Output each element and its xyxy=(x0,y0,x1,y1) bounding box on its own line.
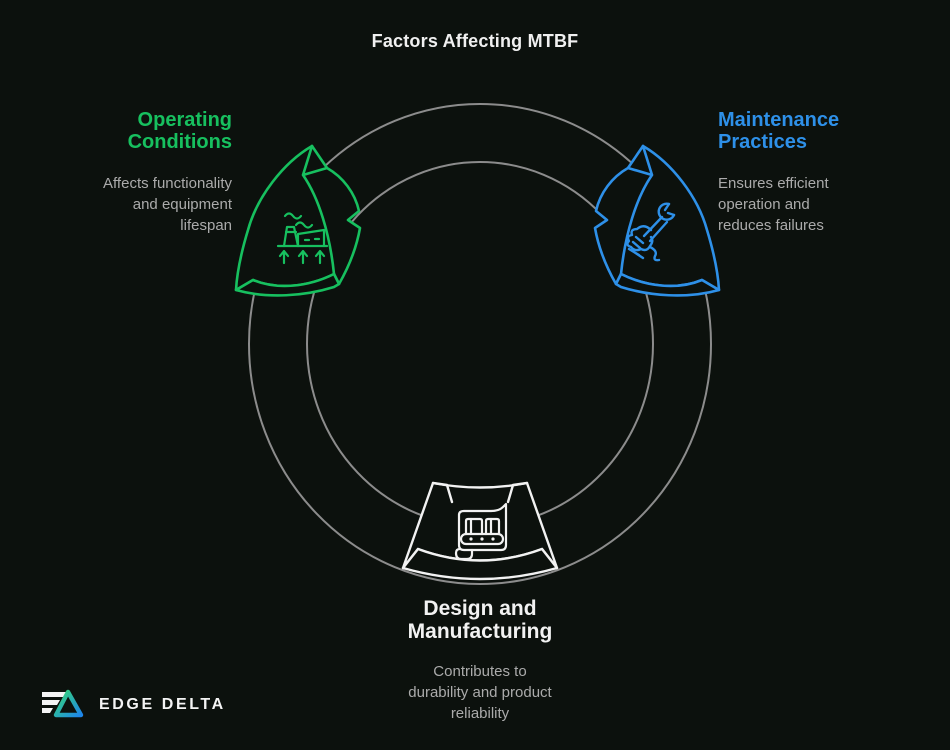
factor-label: Operating Conditions xyxy=(127,109,232,153)
factor-operating-conditions: Operating Conditions Affects functionali… xyxy=(80,109,232,236)
edge-delta-logo-icon xyxy=(42,689,84,718)
factor-design-manufacturing: Design and Manufacturing Contributes to … xyxy=(380,597,580,724)
brand-name: EDGE DELTA xyxy=(99,695,226,713)
page-title: Factors Affecting MTBF xyxy=(371,31,579,51)
conveyor-icon xyxy=(454,502,508,561)
factor-maintenance-practices: Maintenance Practices Ensures efficient … xyxy=(718,109,848,236)
wrench-icon xyxy=(626,202,676,262)
design-manufacturing-badge xyxy=(401,481,559,581)
factor-label: Maintenance Practices xyxy=(718,109,840,153)
operating-conditions-badge xyxy=(234,144,362,297)
factor-label: Design and Manufacturing xyxy=(407,597,553,643)
factory-icon xyxy=(276,212,329,265)
factor-description: Ensures efficient operation and reduces … xyxy=(718,175,829,234)
brand-logo: EDGE DELTA xyxy=(40,688,226,721)
factor-description: Contributes to durability and product re… xyxy=(408,663,552,722)
factor-description: Affects functionality and equipment life… xyxy=(103,175,232,234)
